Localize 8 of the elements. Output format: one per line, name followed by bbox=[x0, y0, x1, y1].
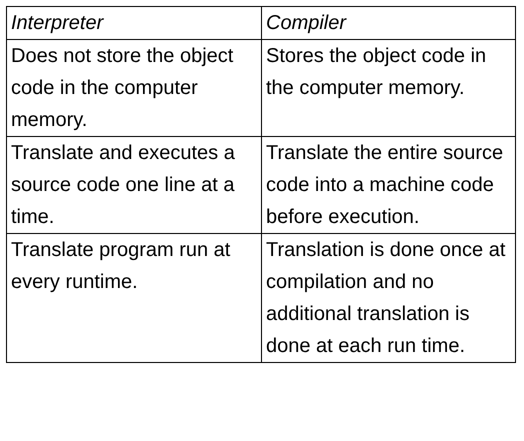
table-cell: Stores the object code in the computer memory. bbox=[262, 40, 516, 136]
table-cell: Translate the entire source code into a machine code before execution. bbox=[262, 136, 516, 234]
column-header: Interpreter bbox=[6, 6, 262, 40]
table-cell: Translate and executes a source code one line at a time. bbox=[6, 136, 262, 234]
table-cell: Translation is done once at compilation and no additional translation is done at each run time. bbox=[262, 234, 516, 362]
table-cell: Translate program run at every runtime. bbox=[6, 234, 262, 362]
column-header: Compiler bbox=[262, 6, 516, 40]
table-cell: Does not store the object code in the computer memory. bbox=[6, 40, 262, 136]
